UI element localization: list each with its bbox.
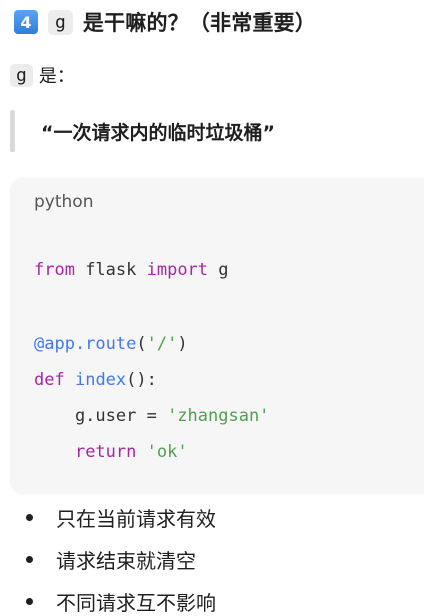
blockquote: “一次请求内的临时垃圾桶” — [10, 110, 390, 152]
bullet-dot-icon — [26, 555, 33, 563]
definition-text: 是： — [38, 66, 75, 87]
inline-code-g: g — [48, 9, 73, 35]
function-name: index — [74, 370, 127, 390]
string-literal: 'ok' — [146, 442, 188, 462]
code-text — [136, 442, 146, 462]
keyword-return: return — [74, 442, 137, 462]
code-text: g — [208, 260, 229, 280]
code-language-label: python — [34, 192, 94, 212]
code-text: (): — [126, 370, 157, 390]
list-item-text: 不同请求互不影响 — [56, 590, 216, 615]
list-item: 不同请求互不影响 — [26, 586, 216, 616]
bullet-dot-icon — [26, 513, 33, 521]
blockquote-bar — [10, 110, 15, 152]
code-text: ) — [177, 334, 188, 354]
number-four-badge-icon: 4 — [14, 10, 38, 34]
inline-code-g-definition: g — [10, 63, 33, 87]
keyword-import: import — [146, 260, 209, 280]
definition-line: g 是： — [10, 60, 75, 90]
code-text: g.user = — [34, 406, 168, 426]
string-literal: '/' — [146, 334, 178, 354]
list-item-text: 请求结束就清空 — [56, 548, 196, 573]
code-text — [65, 370, 75, 390]
keyword-def: def — [34, 370, 65, 390]
heading-text: 是干嘛的？（非常重要） — [82, 11, 317, 35]
code-text: flask — [74, 260, 147, 280]
list-item-text: 只在当前请求有效 — [56, 506, 216, 531]
code-line-3: def index(): — [34, 370, 157, 390]
list-item: 只在当前请求有效 — [26, 502, 216, 532]
list-item: 请求结束就清空 — [26, 544, 196, 574]
code-line-4: g.user = 'zhangsan' — [34, 406, 269, 426]
code-block[interactable]: python from flask import g @app.route('/… — [10, 178, 424, 494]
code-line-2: @app.route('/') — [34, 334, 188, 354]
blockquote-text: “一次请求内的临时垃圾桶” — [41, 121, 275, 144]
keyword-from: from — [34, 260, 75, 280]
bullet-dot-icon — [26, 597, 33, 605]
code-text — [34, 442, 75, 462]
code-text: ( — [136, 334, 147, 354]
section-heading: 4 g 是干嘛的？（非常重要） — [14, 6, 316, 38]
string-literal: 'zhangsan' — [167, 406, 270, 426]
decorator: @app.route — [34, 334, 137, 354]
code-line-1: from flask import g — [34, 260, 229, 280]
code-line-5: return 'ok' — [34, 442, 188, 462]
